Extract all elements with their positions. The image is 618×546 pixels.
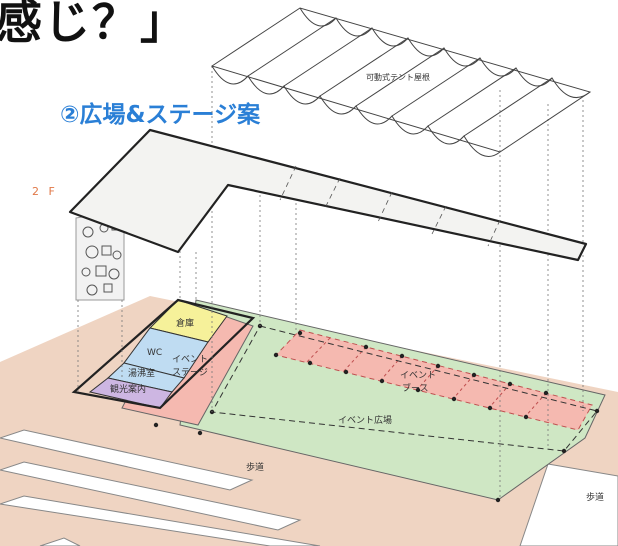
event-booth-label-1: イベント (400, 371, 436, 381)
road-stripes (0, 429, 321, 546)
corner-block (519, 463, 618, 546)
mural-panel (75, 209, 125, 301)
tent-roof-label: 可動式テント屋根 (366, 72, 430, 82)
second-floor-slab (68, 128, 588, 262)
slab-dashed-divisions (279, 165, 501, 247)
plan-title: ②広場&ステージ案 (60, 102, 261, 128)
sidewalk-front-label: 歩道 (246, 461, 264, 473)
storage-label: 倉庫 (176, 317, 194, 329)
projection-lines (77, 66, 584, 500)
event-stage-label-1: イベント (172, 355, 208, 365)
sidewalk-right-label: 歩道 (586, 491, 604, 503)
building-outline (71, 298, 256, 410)
event-stage-label-2: ステージ (172, 367, 208, 378)
event-booth-label-2: ブース (402, 382, 429, 394)
floor-label-2f: 2 F (32, 185, 58, 198)
page-title-fragment: 感じ？」 (0, 0, 188, 49)
wc-label: WC (147, 348, 162, 358)
event-plaza-label: イベント広場 (338, 414, 392, 426)
kitchenette-label: 湯沸室 (128, 367, 155, 379)
event-booth-area (275, 329, 593, 431)
plaza-dashed-outline (211, 325, 598, 452)
plaza-column-dots (153, 323, 600, 503)
tourist-info-label: 観光案内 (110, 383, 146, 395)
tent-roof (210, 7, 592, 157)
